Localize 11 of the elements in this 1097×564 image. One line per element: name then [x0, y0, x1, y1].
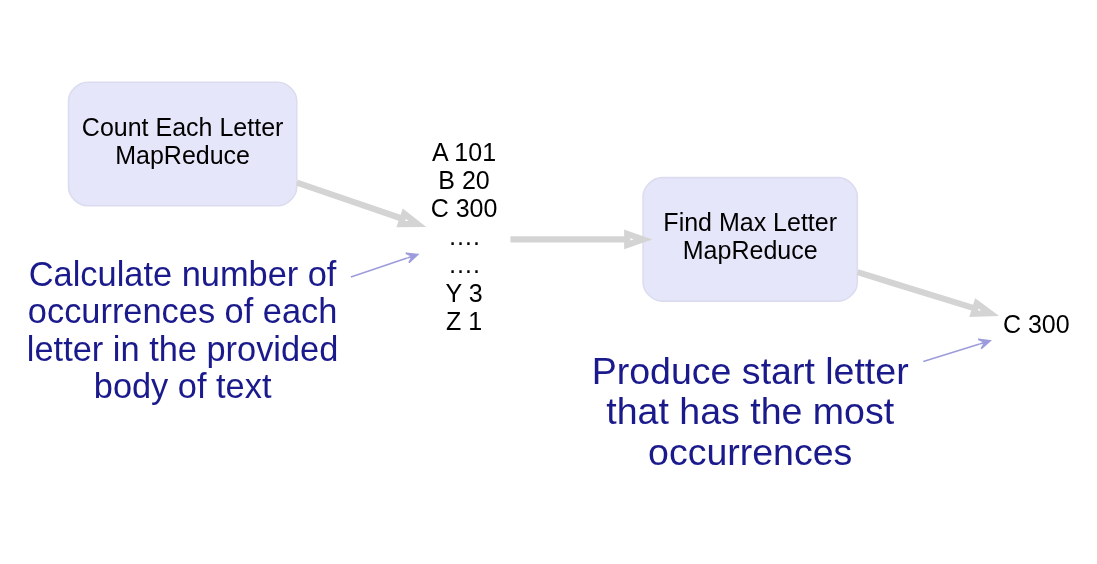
node-text: C 300: [1002, 309, 1070, 338]
node-text: A 101 B 20 C 300 …. …. Y 3 Z 1: [430, 137, 498, 335]
arrow: [350, 252, 419, 278]
arrow: [510, 229, 653, 250]
arrow: [856, 269, 1000, 318]
node-box: Count Each Letter MapReduce: [67, 81, 298, 207]
node-text: Calculate number of occurrences of each letter in the provided body of text: [26, 254, 339, 406]
arrow: [295, 179, 427, 228]
node-box: Find Max Letter MapReduce: [642, 176, 859, 302]
arrow: [922, 338, 991, 363]
node-text: Produce start letter that has the most occurrences: [591, 349, 909, 473]
